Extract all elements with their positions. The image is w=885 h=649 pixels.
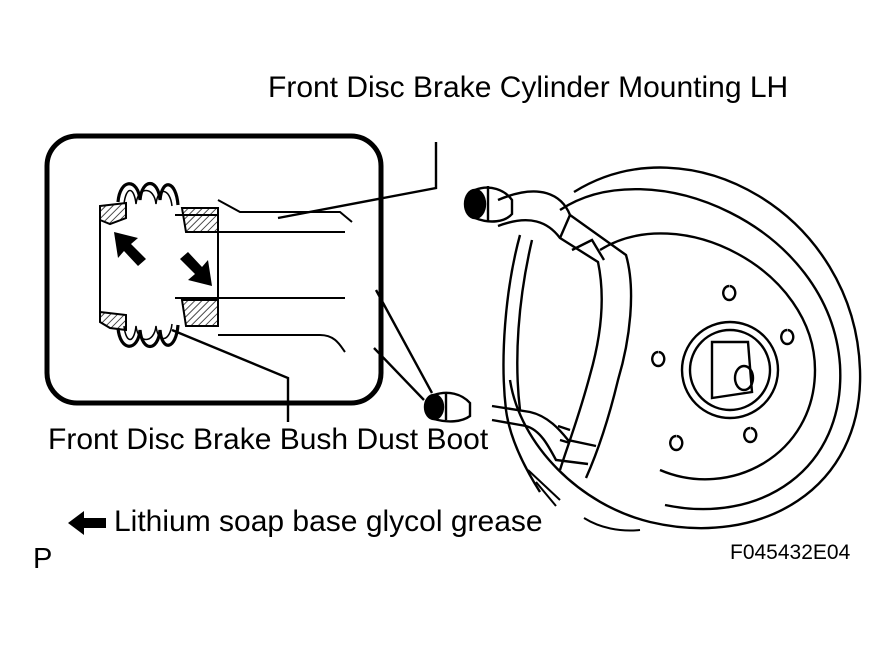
grease-legend-label: Lithium soap base glycol grease xyxy=(114,505,543,538)
cylinder-mounting-label: Front Disc Brake Cylinder Mounting LH xyxy=(268,71,789,104)
figure-code-label: F045432E04 xyxy=(730,541,851,564)
dust-boot-label: Front Disc Brake Bush Dust Boot xyxy=(48,423,489,456)
left-arrow-icon xyxy=(68,511,106,535)
diagonal-arrow-icon xyxy=(114,232,212,286)
caliper-mounting-bracket xyxy=(491,190,633,493)
seal-cross-sections xyxy=(99,201,219,332)
brake-disc-rotor xyxy=(508,166,862,530)
rotor-edge-detail xyxy=(527,469,641,532)
view-marker-label: P xyxy=(33,543,53,575)
lower-guide-pin-boot xyxy=(423,391,472,423)
upper-guide-pin-boot xyxy=(463,186,514,223)
detail-callout-box xyxy=(44,133,438,422)
